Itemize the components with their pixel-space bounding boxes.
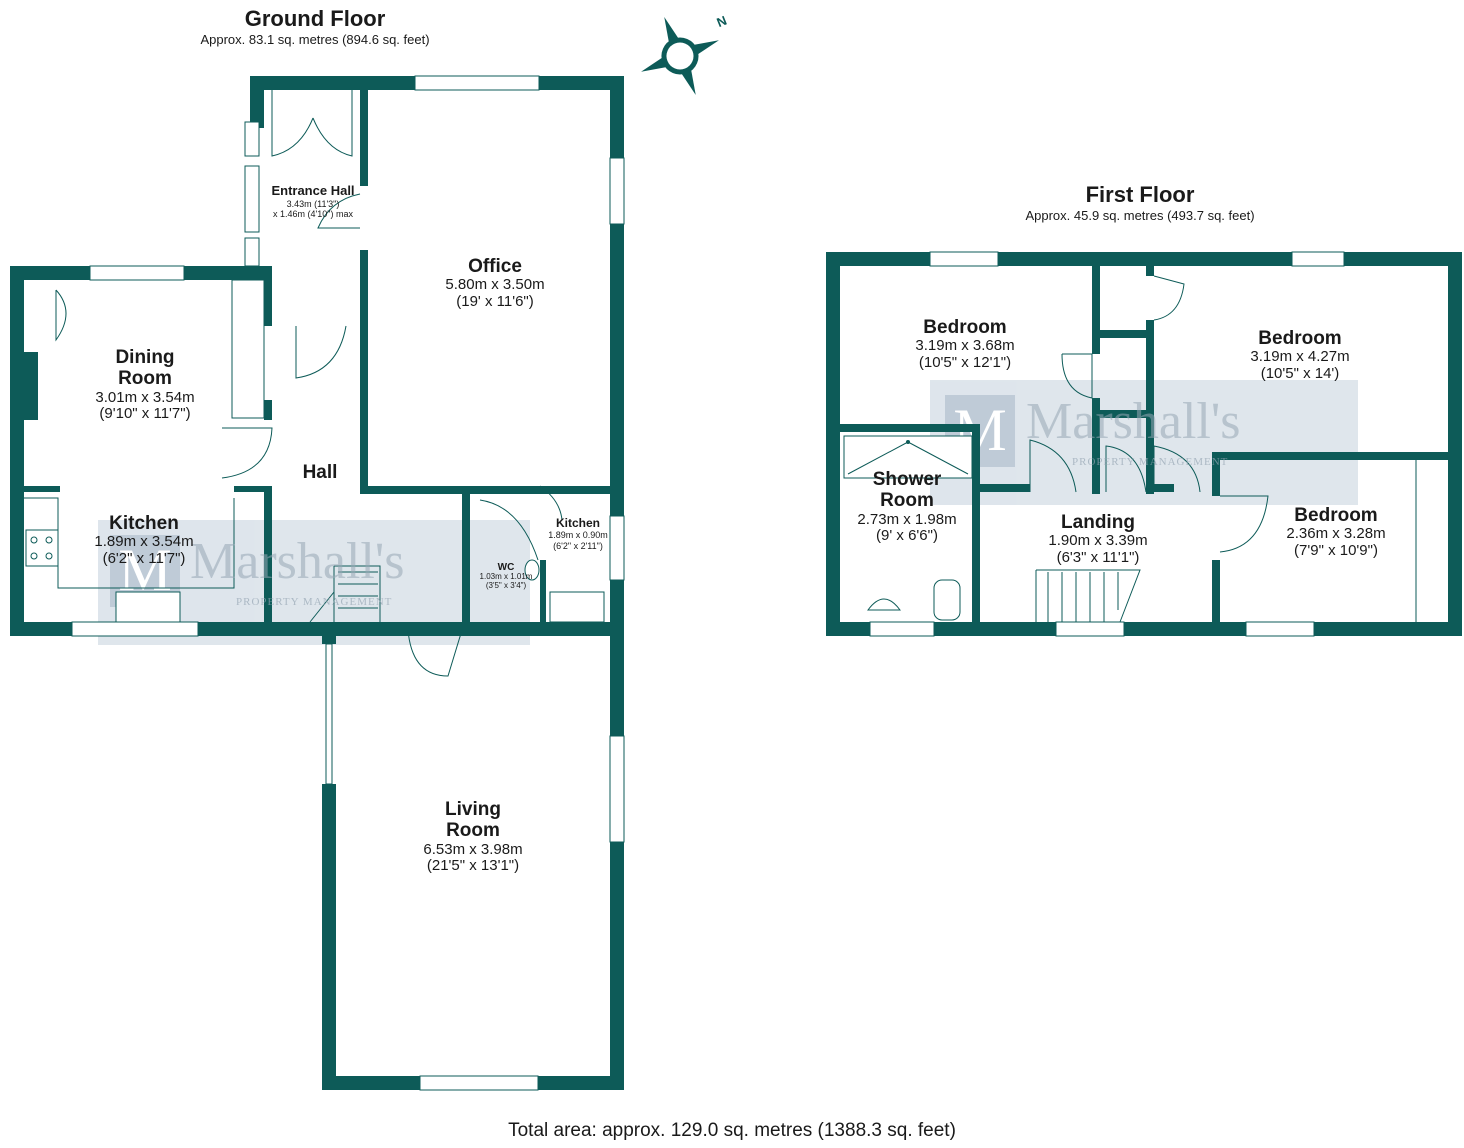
- room-dim-imperial: x 1.46m (4'10") max: [273, 208, 353, 219]
- room-name: Bedroom: [923, 317, 1007, 338]
- ground-floor-title: Ground Floor Approx. 83.1 sq. metres (89…: [150, 6, 480, 47]
- room-dim-imperial: (6'2" x 2'11"): [553, 540, 603, 551]
- room-label-bedroom-2: Bedroom 3.19m x 4.27m (10'5" x 14'): [1220, 328, 1380, 383]
- room-dim-metric: 2.73m x 1.98m: [857, 510, 957, 528]
- room-dim-imperial: (9'10" x 11'7"): [99, 405, 191, 423]
- first-floor-title: First Floor Approx. 45.9 sq. metres (493…: [970, 182, 1310, 223]
- room-name: Bedroom: [1294, 505, 1378, 526]
- ground-floor-stairs: [309, 565, 381, 623]
- room-dim-metric: 1.89m x 3.54m: [94, 533, 194, 551]
- room-dim-imperial: (7'9" x 10'9"): [1294, 542, 1378, 560]
- first-floor-windows: [869, 251, 1345, 637]
- room-name: WC: [497, 562, 515, 573]
- room-dim-imperial: (21'5" x 13'1"): [426, 857, 520, 875]
- room-label-office: Office 5.80m x 3.50m (19' x 11'6"): [410, 256, 580, 311]
- room-dim-metric: 3.19m x 4.27m: [1250, 348, 1350, 366]
- room-dim-imperial: (3'5" x 3'4"): [485, 581, 527, 591]
- room-name: Office: [468, 256, 522, 277]
- room-dim-imperial: (9' x 6'6"): [876, 527, 938, 545]
- room-dim-imperial: (10'5" x 14'): [1260, 365, 1340, 383]
- room-label-landing: Landing 1.90m x 3.39m (6'3" x 11'1"): [1018, 512, 1178, 567]
- room-dim-metric: 1.90m x 3.39m: [1048, 532, 1148, 550]
- room-name: Landing: [1061, 512, 1135, 533]
- room-label-shower-room: Shower Room 2.73m x 1.98m (9' x 6'6"): [832, 469, 982, 545]
- room-name: Kitchen: [555, 516, 600, 530]
- room-dim-metric: 1.89m x 0.90m: [548, 530, 608, 541]
- room-dim-metric: 5.80m x 3.50m: [445, 276, 545, 294]
- room-name: Hall: [302, 462, 338, 483]
- room-label-dining-room: Dining Room 3.01m x 3.54m (9'10" x 11'7"…: [70, 347, 220, 423]
- room-label-living-room: Living Room 6.53m x 3.98m (21'5" x 13'1"…: [383, 799, 563, 875]
- room-name: Dining Room: [115, 347, 175, 390]
- room-name: Living Room: [445, 799, 501, 842]
- room-dim-imperial: (6'3" x 11'1"): [1056, 549, 1140, 567]
- room-dim-metric: 3.43m (11'3"): [286, 198, 340, 209]
- room-dim-imperial: (19' x 11'6"): [456, 293, 534, 311]
- watermark-text-first-floor: Marshall's: [1026, 393, 1241, 450]
- ground-floor-area: Approx. 83.1 sq. metres (894.6 sq. feet): [200, 32, 430, 47]
- first-floor-area: Approx. 45.9 sq. metres (493.7 sq. feet): [1025, 208, 1255, 223]
- room-label-bedroom-3: Bedroom 2.36m x 3.28m (7'9" x 10'9"): [1256, 505, 1416, 560]
- room-label-entrance-hall: Entrance Hall 3.43m (11'3") x 1.46m (4'1…: [253, 183, 373, 219]
- ground-floor-windows: [71, 75, 625, 1091]
- ground-floor-fixtures: [24, 279, 605, 623]
- compass-icon: [641, 17, 719, 95]
- room-name: Shower Room: [872, 469, 942, 512]
- watermark-subtext-first-floor: PROPERTY MANAGEMENT: [1072, 456, 1229, 468]
- room-dim-imperial: (6'2" x 11'7"): [102, 550, 186, 568]
- room-dim-metric: 3.01m x 3.54m: [95, 388, 195, 406]
- room-label-hall: Hall: [280, 462, 360, 483]
- first-floor-name: First Floor: [1085, 182, 1195, 207]
- room-dim-metric: 6.53m x 3.98m: [423, 840, 523, 858]
- room-label-bedroom-1: Bedroom 3.19m x 3.68m (10'5" x 12'1"): [885, 317, 1045, 372]
- ground-floor-doors: [55, 90, 563, 677]
- room-dim-metric: 2.36m x 3.28m: [1286, 525, 1386, 543]
- room-dim-metric: 1.03m x 1.01m: [479, 572, 533, 582]
- first-floor-doors: [1029, 275, 1417, 622]
- room-name: Kitchen: [109, 513, 179, 534]
- ground-floor-name: Ground Floor: [244, 6, 386, 31]
- room-dim-metric: 3.19m x 3.68m: [915, 337, 1015, 355]
- room-dim-imperial: (10'5" x 12'1"): [918, 354, 1012, 372]
- room-name: Entrance Hall: [271, 183, 355, 198]
- room-name: Bedroom: [1258, 328, 1342, 349]
- watermark-subtext-ground-floor: PROPERTY MANAGEMENT: [236, 596, 393, 608]
- room-label-wc: WC 1.03m x 1.01m (3'5" x 3'4"): [470, 562, 542, 591]
- watermark-text-ground-floor: Marshall's: [190, 533, 405, 590]
- room-label-kitchenette: Kitchen 1.89m x 0.90m (6'2" x 2'11"): [540, 516, 616, 551]
- first-floor-fixtures: [843, 435, 973, 621]
- first-floor-stairs: [1035, 569, 1141, 623]
- total-area: Total area: approx. 129.0 sq. metres (13…: [508, 1120, 956, 1141]
- room-label-kitchen: Kitchen 1.89m x 3.54m (6'2" x 11'7"): [74, 513, 214, 568]
